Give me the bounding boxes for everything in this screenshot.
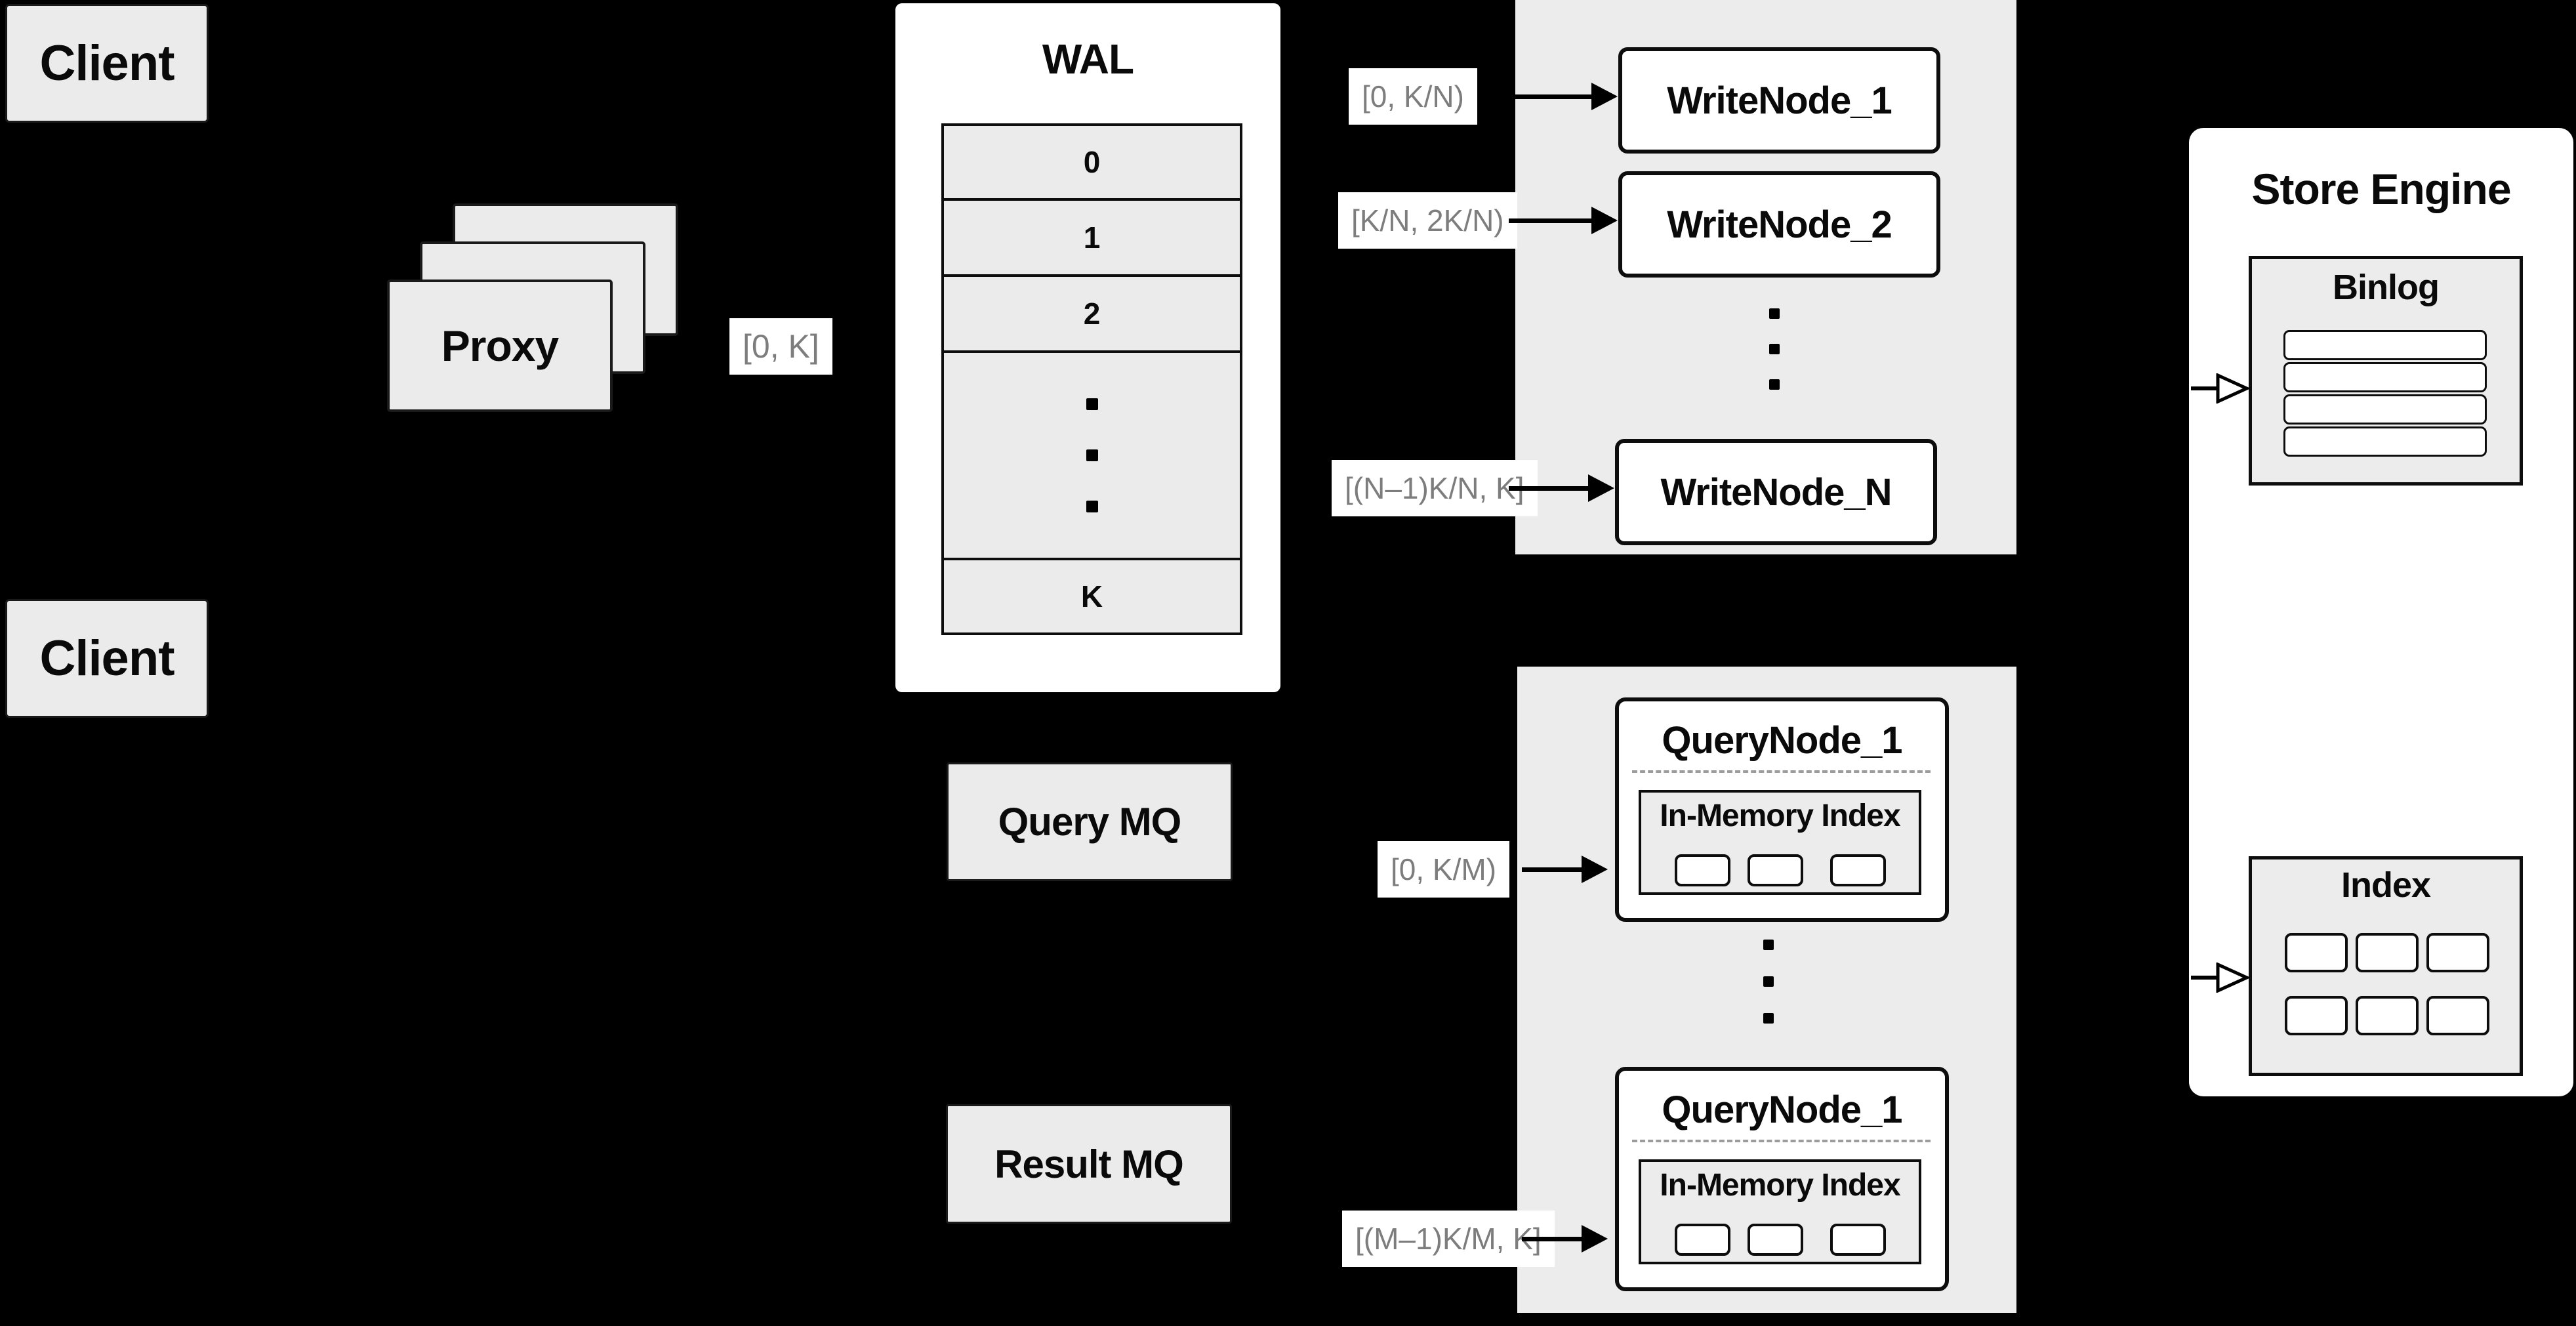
write-node-n: WriteNode_N [1615, 439, 1937, 545]
query-node-2: QueryNode_1 In-Memory Index [1615, 1067, 1949, 1291]
binlog-row [2283, 394, 2487, 425]
wal-row-0: 0 [944, 126, 1240, 201]
query-range-label-2: [(M–1)K/M, K] [1342, 1211, 1555, 1267]
arrow-right-icon-query-1 [1522, 856, 1608, 883]
store-engine-title: Store Engine [2251, 165, 2511, 213]
wal-row-1: 1 [944, 201, 1240, 277]
index-cell [2356, 933, 2419, 972]
index-title: Index [2341, 865, 2431, 905]
open-arrowhead-icon-index [2191, 963, 2251, 993]
wal-table: 0 1 2 K [941, 123, 1242, 635]
query-node-1-divider [1632, 770, 1931, 773]
in-memory-index-1-label: In-Memory Index [1660, 798, 1900, 833]
write-node-2: WriteNode_2 [1618, 171, 1940, 278]
binlog-box: Binlog [2249, 256, 2523, 486]
result-mq-box: Result MQ [946, 1104, 1232, 1224]
write-range-label-3: [(N–1)K/N, K] [1332, 460, 1538, 516]
binlog-row [2283, 362, 2487, 392]
write-node-2-label: WriteNode_2 [1667, 203, 1892, 246]
memory-segment [1748, 854, 1803, 886]
wal-row-ellipsis [944, 353, 1240, 560]
memory-segment [1748, 1224, 1803, 1256]
wal-panel: WAL 0 1 2 K [895, 3, 1280, 692]
write-node-1-label: WriteNode_1 [1667, 79, 1892, 122]
in-memory-index-2-label: In-Memory Index [1660, 1168, 1900, 1203]
memory-segment [1675, 1224, 1730, 1256]
binlog-row [2283, 426, 2487, 457]
result-mq-label: Result MQ [994, 1142, 1184, 1186]
wal-ellipsis-icon [1086, 398, 1098, 512]
store-engine-panel: Store Engine Binlog Index [2189, 128, 2573, 1096]
query-mq-box: Query MQ [947, 762, 1233, 881]
query-node-1: QueryNode_1 In-Memory Index [1615, 697, 1949, 922]
open-arrowhead-icon-binlog [2191, 373, 2251, 404]
arrow-right-icon-write-1 [1509, 83, 1618, 110]
client-top-label: Client [39, 35, 174, 91]
arrow-right-icon-write-2 [1509, 207, 1618, 234]
index-cell [2426, 996, 2489, 1035]
client-bottom-label: Client [39, 631, 174, 686]
wal-row-2: 2 [944, 277, 1240, 353]
index-cell [2285, 996, 2348, 1035]
index-cell [2285, 933, 2348, 972]
client-box-top: Client [5, 4, 209, 123]
client-box-bottom: Client [5, 599, 209, 718]
write-nodes-ellipsis-icon [1769, 308, 1780, 390]
write-node-n-label: WriteNode_N [1660, 470, 1892, 514]
query-nodes-ellipsis-icon [1763, 940, 1774, 1024]
write-node-1: WriteNode_1 [1618, 47, 1940, 154]
memory-segment [1830, 854, 1886, 886]
wal-title: WAL [1042, 35, 1134, 83]
in-memory-index-box-2: In-Memory Index [1639, 1159, 1921, 1264]
write-range-label-2: [K/N, 2K/N) [1338, 192, 1517, 249]
arrow-right-icon-query-2 [1522, 1225, 1608, 1253]
binlog-title: Binlog [2333, 268, 2440, 307]
proxy-card-front: Proxy [387, 280, 613, 412]
query-node-1-title: QueryNode_1 [1662, 719, 1902, 762]
proxy-range-label: [0, K] [729, 318, 832, 375]
query-node-2-title: QueryNode_1 [1662, 1088, 1902, 1131]
in-memory-index-box-1: In-Memory Index [1639, 790, 1921, 895]
memory-segment [1675, 854, 1730, 886]
query-range-label-1: [0, K/M) [1378, 841, 1510, 898]
arrow-right-icon-write-3 [1509, 474, 1614, 502]
query-mq-label: Query MQ [998, 800, 1182, 844]
index-box: Index [2249, 856, 2523, 1076]
memory-segment [1830, 1224, 1886, 1256]
index-cell [2356, 996, 2419, 1035]
wal-row-k: K [944, 560, 1240, 632]
query-node-2-divider [1632, 1140, 1931, 1142]
write-range-label-1: [0, K/N) [1349, 68, 1477, 125]
binlog-row [2283, 330, 2487, 360]
index-cell [2426, 933, 2489, 972]
proxy-label: Proxy [441, 321, 559, 370]
